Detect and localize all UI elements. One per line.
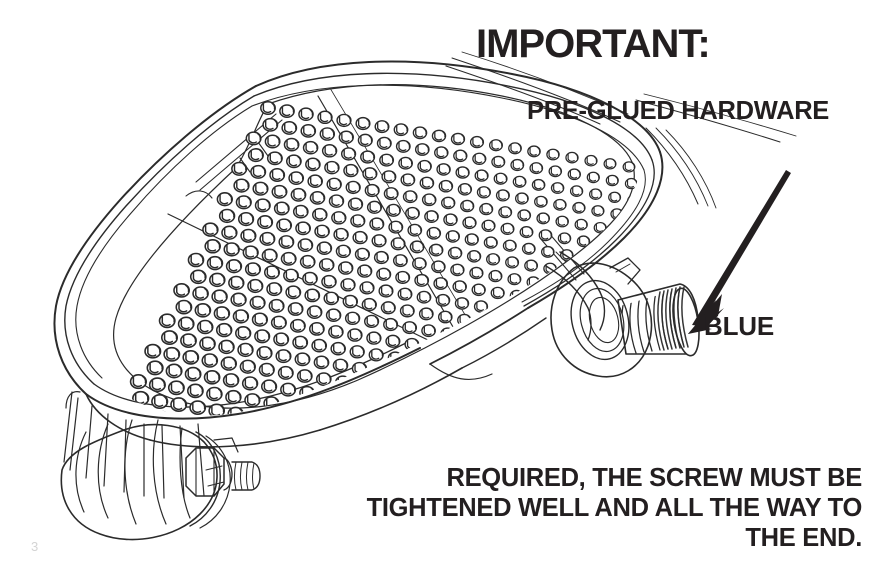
note-line-1: REQUIRED, THE SCREW MUST BE	[446, 464, 862, 492]
instruction-note: REQUIRED, THE SCREW MUST BE TIGHTENED WE…	[262, 463, 863, 553]
pre-glued-hardware-label: PRE-GLUED HARDWARE	[527, 97, 830, 125]
page-title: IMPORTANT:	[476, 22, 711, 66]
page-number: 3	[31, 539, 39, 554]
arrow-to-screw	[688, 170, 791, 334]
blue-callout-label: BLUE	[704, 311, 774, 341]
note-line-3: THE END.	[745, 524, 862, 552]
note-line-2: TIGHTENED WELL AND ALL THE WAY TO	[366, 494, 863, 522]
